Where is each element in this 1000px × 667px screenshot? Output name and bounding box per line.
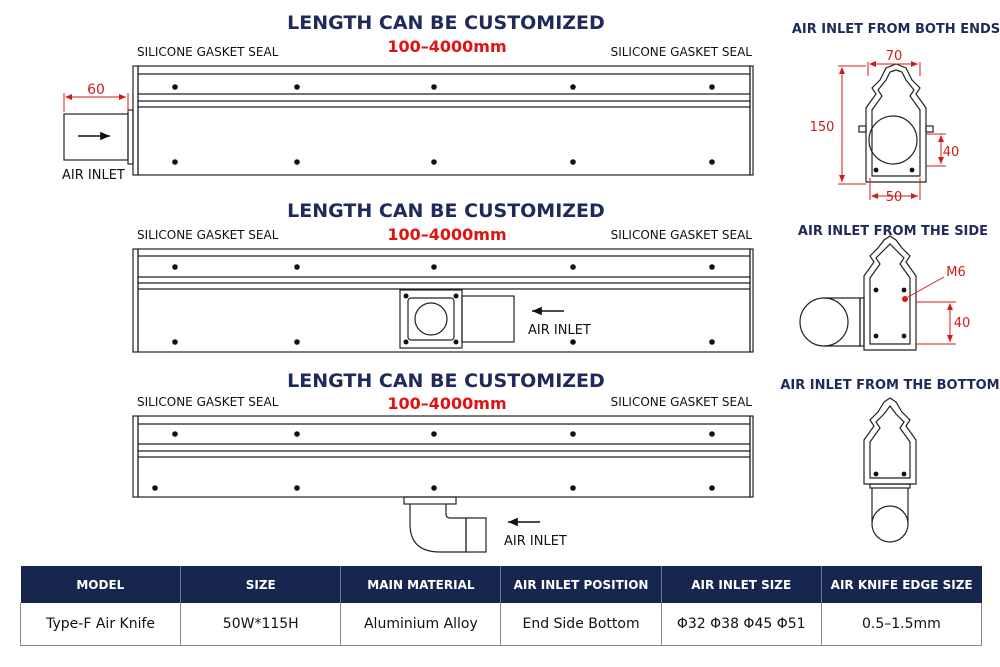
header-model: MODEL [20,566,182,603]
side-inlet-flange [399,289,564,349]
dimension-60-label: 60 [87,82,105,98]
section-2-right-seal: SILICONE GASKET SEAL [611,228,753,242]
cell-inlet-position: End Side Bottom [500,603,662,646]
dim-40-a: 40 [943,145,960,160]
cell-inlet-size: Φ32 Φ38 Φ45 Φ51 [661,603,822,646]
section-2-title: LENGTH CAN BE CUSTOMIZED [287,200,605,222]
dim-m6: M6 [946,265,966,280]
side-view-3-title: AIR INLET FROM THE BOTTOM [780,378,999,393]
header-size: SIZE [180,566,342,603]
section-1-inlet-label: AIR INLET [62,168,125,183]
air-knife-body-2 [132,248,754,353]
section-3-inlet-label: AIR INLET [504,534,567,549]
cell-material: Aluminium Alloy [340,603,502,646]
table-row: Type-F Air Knife 50W*115H Aluminium Allo… [19,603,983,646]
side-view-both-ends: AIR INLET FROM BOTH ENDS 70 150 40 50 [792,22,1000,205]
dim-150: 150 [810,120,835,135]
dim-40-b: 40 [954,316,971,331]
header-material: MAIN MATERIAL [340,566,502,603]
header-edge-size: AIR KNIFE EDGE SIZE [821,566,982,603]
side-view-1-title: AIR INLET FROM BOTH ENDS [792,22,1000,37]
section-3-right-seal: SILICONE GASKET SEAL [611,395,753,409]
section-1-length: 100–4000mm [387,37,506,56]
bottom-inlet-elbow [403,496,540,553]
side-view-2-title: AIR INLET FROM THE SIDE [798,224,988,239]
air-knife-body-1 [132,65,754,176]
cell-model: Type-F Air Knife [19,603,182,646]
section-3-title: LENGTH CAN BE CUSTOMIZED [287,370,605,392]
header-inlet-size: AIR INLET SIZE [661,566,822,603]
section-1-title: LENGTH CAN BE CUSTOMIZED [287,12,605,34]
dim-70: 70 [886,49,903,64]
side-view-bottom: AIR INLET FROM THE BOTTOM [780,378,1000,543]
section-2-left-seal: SILICONE GASKET SEAL [137,228,279,242]
spec-table-header: MODEL SIZE MAIN MATERIAL AIR INLET POSIT… [20,566,982,603]
section-1-left-seal: SILICONE GASKET SEAL [137,45,279,59]
air-knife-body-3 [132,415,754,498]
dimension-60: 60 [63,82,129,112]
section-1-right-seal: SILICONE GASKET SEAL [611,45,753,59]
side-view-side: AIR INLET FROM THE SIDE M6 40 [798,224,988,351]
cell-edge-size: 0.5–1.5mm [821,603,983,646]
section-2-length: 100–4000mm [387,225,506,244]
header-inlet-position: AIR INLET POSITION [500,566,662,603]
section-end-inlet: LENGTH CAN BE CUSTOMIZED 100–4000mm SILI… [62,12,754,183]
section-3-length: 100–4000mm [387,394,506,413]
cell-size: 50W*115H [180,603,342,646]
spec-table: MODEL SIZE MAIN MATERIAL AIR INLET POSIT… [19,566,983,646]
end-inlet-pipe [63,109,134,165]
section-2-inlet-label: AIR INLET [528,323,591,338]
dim-50: 50 [886,190,903,205]
section-bottom-inlet: LENGTH CAN BE CUSTOMIZED 100–4000mm SILI… [132,370,754,553]
section-side-inlet: LENGTH CAN BE CUSTOMIZED 100–4000mm SILI… [132,200,754,353]
section-3-left-seal: SILICONE GASKET SEAL [137,395,279,409]
